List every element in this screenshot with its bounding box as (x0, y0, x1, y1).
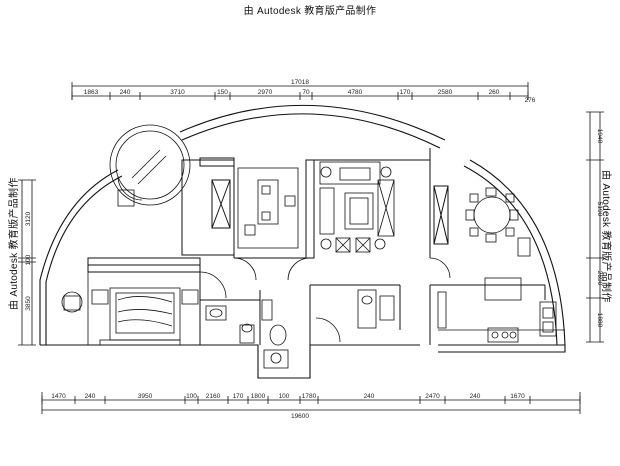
interior-walls (87, 148, 546, 345)
bottom-dimension-segment: 240 (85, 393, 96, 400)
dining-table (465, 187, 531, 257)
bedroom-furniture (61, 258, 199, 346)
top-dimension-chain (71, 82, 529, 100)
left-dimension-chain (18, 179, 36, 346)
left-dimension-segment: 100 (25, 254, 32, 265)
kitchen-fixtures (437, 277, 565, 343)
right-dimension-segment: 5190 (596, 202, 603, 217)
right-dimension-segment: 1880 (596, 313, 603, 328)
top-dimension-segment: 4780 (348, 89, 363, 96)
top-dimension-segment: 150 (217, 89, 228, 96)
bottom-dimension-segment: 2470 (425, 393, 440, 400)
door-swings (117, 175, 451, 299)
top-dimension-total: 17018 (291, 79, 309, 86)
top-dimension-segment: 2970 (258, 89, 273, 96)
left-dimension-segment: 3850 (25, 296, 32, 311)
bottom-dimension-segment: 1800 (251, 393, 266, 400)
study-furniture (237, 167, 299, 249)
bottom-dimension-segment: 100 (186, 393, 197, 400)
right-dimension-segment: 1940 (596, 129, 603, 144)
watermark-top: 由 Autodesk 教育版产品制作 (243, 6, 377, 17)
top-dimension-segment: 3710 (170, 89, 185, 96)
circular-bay (109, 124, 191, 207)
top-dimension-extra: 276 (525, 97, 536, 104)
outer-walls (39, 104, 566, 379)
bottom-dimension-segment: 1670 (510, 393, 525, 400)
top-dimension-segment: 240 (120, 89, 131, 96)
top-dimension-segment: 1863 (84, 89, 99, 96)
right-dimension-chain (586, 111, 604, 343)
bottom-dimension-segment: 3950 (138, 393, 153, 400)
bottom-dimension-segment: 240 (364, 393, 375, 400)
right-dimension-segment: 2690 (596, 271, 603, 286)
bottom-dimension-segment: 240 (470, 393, 481, 400)
top-dimension-segment: 70 (302, 89, 310, 96)
bottom-dimension-segment: 2160 (206, 393, 221, 400)
bottom-dimension-total: 19600 (291, 413, 309, 420)
bottom-dimension-segment: 100 (279, 393, 290, 400)
top-dimension-segment: 260 (489, 89, 500, 96)
bathroom-fixtures (205, 289, 395, 369)
living-room-furniture (319, 161, 395, 253)
dimension-labels: 17018 1863 240 3710 150 2970 70 4780 170 2580 260 2… (25, 79, 603, 420)
top-dimension-segment: 170 (400, 89, 411, 96)
bottom-dimension-segment: 1780 (302, 393, 317, 400)
bottom-dimension-segment: 170 (233, 393, 244, 400)
top-dimension-segment: 2580 (438, 89, 453, 96)
bottom-dimension-segment: 1470 (51, 393, 66, 400)
left-dimension-segment: 3120 (25, 211, 32, 226)
bottom-dimension-chain (41, 392, 581, 414)
